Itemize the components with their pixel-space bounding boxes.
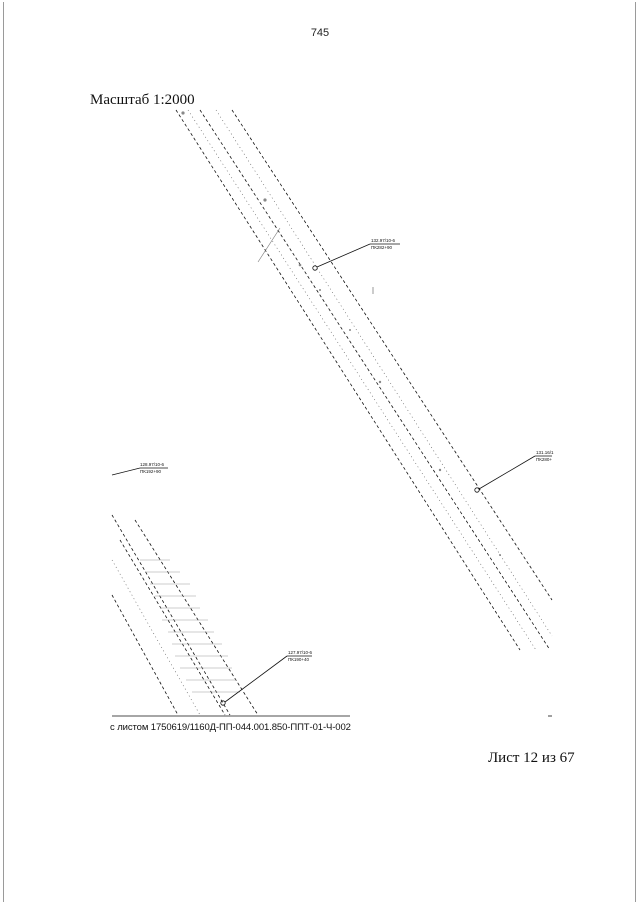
callout-2 bbox=[474, 455, 552, 493]
upper-corridor-line-2 bbox=[199, 109, 551, 651]
upper-corridor bbox=[175, 109, 553, 651]
upper-corridor-centre bbox=[187, 109, 537, 651]
lower-corridor-line-4 bbox=[134, 519, 259, 716]
lower-corridor-line-3 bbox=[119, 539, 226, 716]
lower-corridor-line-1 bbox=[111, 514, 231, 716]
callout-3 bbox=[111, 467, 168, 476]
lower-corridor bbox=[111, 514, 259, 716]
lower-corridor-line-2 bbox=[111, 594, 179, 716]
lower-hatch bbox=[140, 559, 240, 693]
callout-1-bottom: ПК282+90 bbox=[371, 245, 392, 250]
callout-2-top: 131.16/1 bbox=[536, 450, 554, 455]
callout-1-top: 132.97/10-6 bbox=[371, 238, 396, 243]
callout-2-bottom: ПК280+ bbox=[536, 457, 552, 462]
upper-stipple bbox=[181, 111, 501, 556]
upper-corridor-line-1 bbox=[175, 109, 521, 651]
sheet-border bbox=[3, 2, 636, 902]
callout-3-top: 128.97/10-6 bbox=[140, 462, 165, 467]
sheet-crossref: с листом 1750619/1160Д-ПП-044.001.850-ПП… bbox=[110, 722, 351, 733]
callout-4-top: 127.97/10-6 bbox=[288, 650, 313, 655]
lower-corridor-line-5 bbox=[111, 559, 201, 716]
callout-3-bottom: ПК192+90 bbox=[140, 469, 161, 474]
upper-corridor-line-3 bbox=[231, 109, 553, 601]
callout-1 bbox=[312, 243, 400, 271]
upper-corridor-edge bbox=[215, 109, 553, 637]
scale-label: Масштаб 1:2000 bbox=[90, 92, 195, 108]
callout-4-bottom: ПК190+40 bbox=[288, 657, 309, 662]
callout-4 bbox=[220, 655, 312, 706]
cross-mark bbox=[257, 227, 281, 263]
sheet-number-label: Лист 12 из 67 bbox=[488, 750, 575, 766]
page-number: 745 bbox=[310, 27, 330, 39]
